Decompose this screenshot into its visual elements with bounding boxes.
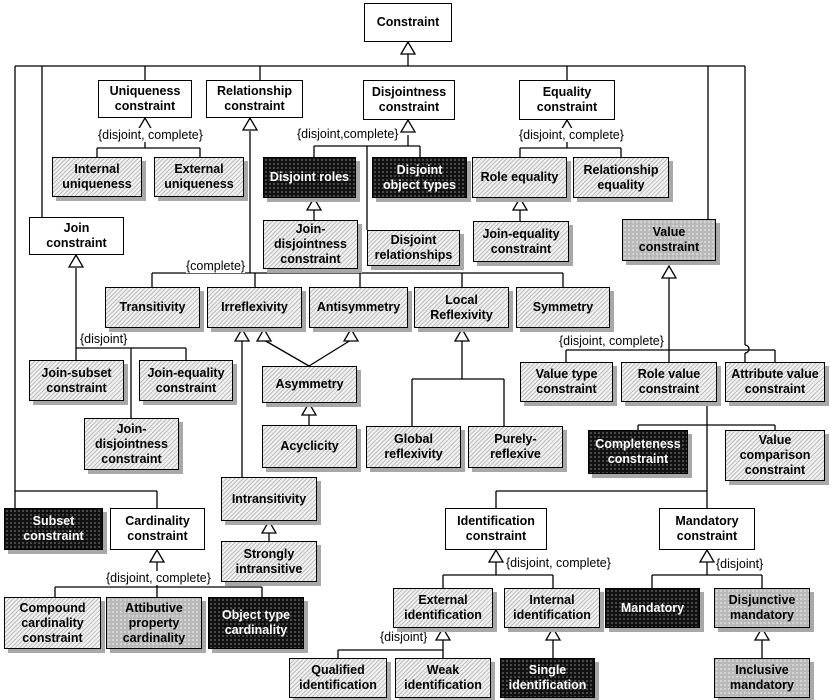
- cardinality-generalization-label: {disjoint, complete}: [106, 571, 211, 585]
- internal-identification-box: Internal identification: [504, 588, 600, 628]
- disjoint-roles-box: Disjoint roles: [263, 157, 356, 198]
- mandatory-box: Mandatory: [605, 588, 700, 628]
- join-subset-constraint-box: Join-subset constraint: [29, 360, 124, 401]
- relationship-equality-box: Relationship equality: [573, 157, 669, 198]
- weak-identification-box: Weak identification: [395, 658, 491, 698]
- join-constraint-box: Join constraint: [29, 217, 124, 255]
- object-type-cardinality-box: Object type cardinality: [208, 597, 304, 649]
- value-generalization-label: {disjoint, complete}: [559, 334, 664, 348]
- transitivity-box: Transitivity: [105, 287, 200, 328]
- single-identification-box: Single identification: [500, 658, 595, 698]
- value-comparison-constraint-box: Value comparison constraint: [725, 430, 825, 481]
- equality-constraint-box: Equality constraint: [519, 80, 615, 120]
- value-constraint-box: Value constraint: [622, 219, 716, 261]
- identification-constraint-box: Identification constraint: [445, 508, 547, 550]
- global-reflexivity-box: Global reflexivity: [366, 426, 461, 468]
- intransitivity-box: Intransitivity: [221, 477, 317, 521]
- external-uniqueness-box: External uniqueness: [154, 157, 244, 197]
- role-equality-box: Role equality: [472, 157, 567, 198]
- equality-generalization-label: {disjoint, complete}: [519, 128, 624, 142]
- attributive-property-cardinality-box: Attibutive property cardinality: [106, 597, 202, 649]
- join-disjointness-constraint-bottom-box: Join- disjointness constraint: [84, 418, 179, 470]
- relationship-constraint-box: Relationship constraint: [206, 80, 303, 118]
- acyclicity-box: Acyclicity: [262, 425, 357, 468]
- disjointness-generalization-label: {disjoint,complete}: [297, 127, 399, 141]
- internal-uniqueness-box: Internal uniqueness: [52, 157, 142, 197]
- disjointness-constraint-box: Disjointness constraint: [363, 80, 455, 120]
- relationship-generalization-label: {complete}: [186, 259, 246, 273]
- value-type-constraint-box: Value type constraint: [520, 362, 613, 402]
- role-value-constraint-box: Role value constraint: [621, 362, 717, 402]
- completeness-constraint-box: Completeness constraint: [588, 430, 688, 474]
- uniqueness-constraint-box: Uniqueness constraint: [98, 80, 192, 118]
- asymmetry-box: Asymmetry: [262, 366, 357, 403]
- join-equality-constraint-bottom-box: Join-equality constraint: [139, 360, 233, 401]
- irreflexivity-box: Irreflexivity: [207, 287, 302, 328]
- join-generalization-label: {disjoint}: [80, 332, 128, 346]
- cardinality-constraint-box: Cardinality constraint: [110, 508, 205, 550]
- subset-constraint-box: Subset constraint: [4, 508, 103, 550]
- join-disjointness-constraint-top-box: Join- disjointness constraint: [263, 220, 358, 269]
- antisymmetry-box: Antisymmetry: [309, 287, 408, 328]
- mandatory-generalization-label: {disjoint}: [716, 557, 764, 571]
- disjunctive-mandatory-box: Disjunctive mandatory: [714, 588, 810, 628]
- external-identification-generalization-label: {disjoint}: [380, 630, 428, 644]
- mandatory-constraint-box: Mandatory constraint: [659, 508, 755, 550]
- purely-reflexive-box: Purely- reflexive: [468, 426, 563, 468]
- identification-generalization-label: {disjoint, complete}: [506, 556, 611, 570]
- attribute-value-constraint-box: Attribute value constraint: [725, 362, 825, 402]
- local-reflexivity-box: Local Reflexivity: [414, 287, 509, 328]
- qualified-identification-box: Qualified identification: [289, 658, 387, 698]
- disjoint-relationships-box: Disjoint relationships: [367, 230, 460, 266]
- inclusive-mandatory-box: Inclusive mandatory: [714, 658, 810, 698]
- join-equality-constraint-top-box: Join-equality constraint: [473, 221, 569, 262]
- compound-cardinality-constraint-box: Compound cardinality constraint: [4, 597, 101, 649]
- disjoint-object-types-box: Disjoint object types: [372, 157, 467, 198]
- symmetry-box: Symmetry: [516, 287, 610, 328]
- strongly-intransitive-box: Strongly intransitive: [221, 541, 317, 582]
- external-identification-box: External identification: [393, 588, 493, 628]
- uniqueness-generalization-label: {disjoint, complete}: [98, 128, 203, 142]
- constraint-box: Constraint: [364, 3, 452, 42]
